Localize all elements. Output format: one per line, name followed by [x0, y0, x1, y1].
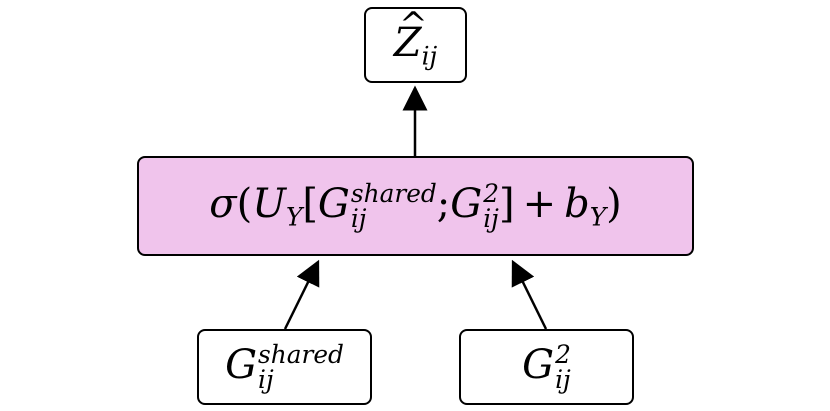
- g2-symbol: G: [450, 180, 483, 227]
- z-letter: Z: [393, 19, 422, 66]
- g2-superscript: 2: [483, 178, 499, 208]
- edge-g2-to-transform: [511, 259, 548, 330]
- input-g2-superscript: 2: [555, 339, 571, 369]
- edge-shared-to-transform: [283, 259, 320, 330]
- input-g2-symbol: G: [522, 341, 555, 388]
- output-subscript: ij: [421, 41, 438, 71]
- output-node: Zij: [364, 7, 467, 83]
- g-shared-superscript: shared: [350, 178, 437, 208]
- output-label: Zij: [394, 20, 437, 71]
- close-paren: ): [606, 180, 622, 227]
- plus-sign: +: [522, 180, 557, 227]
- open-bracket: [: [302, 180, 318, 227]
- open-paren: (: [236, 180, 253, 227]
- u-symbol: U: [252, 180, 286, 227]
- input-g2-subscript: ij: [555, 364, 571, 394]
- close-bracket: ]: [498, 180, 515, 227]
- u-subscript: Y: [285, 202, 303, 232]
- g-shared-symbol: G: [317, 180, 350, 227]
- input-shared-subscript: ij: [258, 364, 274, 394]
- sigma-symbol: σ: [209, 180, 237, 227]
- semicolon: ;: [436, 180, 451, 227]
- b-symbol: b: [564, 180, 590, 227]
- input-shared-symbol: G: [225, 341, 258, 388]
- input-shared-superscript: shared: [258, 339, 344, 369]
- g2-subscript: ij: [483, 203, 499, 233]
- b-subscript: Y: [589, 202, 607, 232]
- z-hat-symbol: Z: [394, 20, 422, 66]
- g-shared-subscript: ij: [350, 203, 367, 233]
